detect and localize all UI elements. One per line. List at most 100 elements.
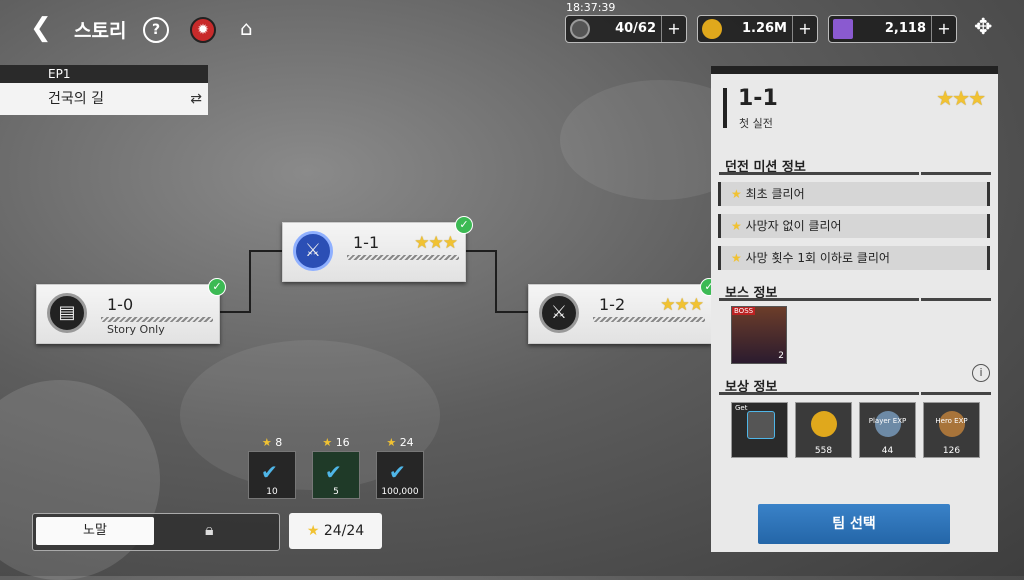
star-icon: ★: [731, 219, 742, 233]
total-stars-value: 24/24: [323, 523, 365, 539]
book-emblem-icon: ▤: [47, 293, 87, 333]
panel-stage-id: 1-1: [738, 86, 778, 111]
help-icon[interactable]: ?: [143, 17, 169, 43]
star-icon: ★: [731, 187, 742, 201]
player-exp-icon: [875, 411, 901, 437]
section-divider: [719, 392, 991, 395]
cleared-check-icon: ✓: [208, 278, 226, 296]
mission-item: ★ 최초 클리어: [718, 182, 990, 206]
episode-label: EP1: [0, 65, 208, 83]
star-icon: ★: [322, 436, 333, 449]
difficulty-normal-button[interactable]: 노말: [36, 517, 154, 545]
path-line: [495, 311, 528, 313]
team-select-button[interactable]: 팀 선택: [758, 504, 950, 544]
path-line: [249, 250, 251, 313]
hatch-divider: [593, 317, 705, 322]
add-crystal-button[interactable]: +: [931, 16, 956, 42]
reward-hero-exp[interactable]: Hero EXP 126: [923, 402, 980, 458]
star-icon: ★: [306, 523, 320, 539]
stage-node-1-0[interactable]: ▤ 1-0 Story Only: [36, 284, 220, 344]
sword-emblem-icon: ⚔: [539, 293, 579, 333]
ticket-icon: [747, 411, 775, 439]
reward-value: 126: [942, 446, 961, 456]
star-reward-1[interactable]: ★ 8 ✔ 10: [248, 436, 296, 499]
reward-box: ✔ 100,000: [376, 451, 424, 499]
total-stars-badge: ★ 24/24: [289, 513, 382, 549]
swap-icon[interactable]: ⇄: [190, 91, 202, 107]
hero-exp-icon: [939, 411, 965, 437]
reward-player-exp[interactable]: Player EXP 44: [859, 402, 916, 458]
path-line: [249, 250, 282, 252]
system-clock: 18:37:39: [566, 1, 616, 14]
path-line: [465, 250, 497, 252]
star-threshold: 8: [275, 436, 283, 449]
home-icon[interactable]: ⌂: [240, 16, 253, 40]
stamina-value: 40/62: [615, 21, 656, 36]
crystal-icon: [833, 19, 853, 39]
section-divider: [719, 172, 991, 175]
star-icon: ★: [261, 436, 272, 449]
stage-id: 1-2: [599, 295, 626, 314]
info-icon[interactable]: i: [972, 364, 990, 382]
reward-tag: Hero EXP: [935, 417, 968, 425]
stage-node-1-1[interactable]: ⚔ 1-1 ★★★: [282, 222, 466, 282]
stage-info-panel: 1-1 첫 실전 ★★★ 던전 미션 정보 ★ 최초 클리어 ★ 사망자 없이 …: [711, 66, 998, 552]
sword-emblem-icon: ⚔: [293, 231, 333, 271]
hatch-divider: [101, 317, 213, 322]
hatch-divider: [347, 255, 459, 260]
star-icon: ★: [731, 251, 742, 265]
mission-section-title: 던전 미션 정보: [725, 160, 806, 175]
stage-id: 1-0: [107, 295, 134, 314]
reward-value: 10: [266, 487, 278, 497]
reward-box: ✔ 10: [248, 451, 296, 499]
mission-item: ★ 사망자 없이 클리어: [718, 214, 990, 238]
gold-resource: 1.26M +: [697, 15, 818, 43]
episode-selector[interactable]: EP1 건국의 길 ⇄: [0, 65, 208, 115]
page-title: 스토리: [74, 20, 127, 42]
stamina-icon: [570, 19, 590, 39]
crystal-resource: 2,118 +: [828, 15, 957, 43]
reward-tag: Player EXP: [868, 417, 907, 425]
section-divider: [719, 298, 991, 301]
stage-id: 1-1: [353, 233, 380, 252]
reward-ticket[interactable]: Get: [731, 402, 788, 458]
reward-section-title: 보상 정보: [725, 380, 778, 395]
add-gold-button[interactable]: +: [792, 16, 817, 42]
star-icon: ★: [386, 436, 397, 449]
star-threshold: 16: [335, 436, 350, 449]
panel-stage-name: 첫 실전: [739, 117, 773, 130]
stage-node-1-2[interactable]: ⚔ 1-2 ★★★: [528, 284, 712, 344]
back-arrow-icon[interactable]: ❮: [30, 13, 52, 43]
stage-stars: ★★★: [414, 233, 458, 253]
check-icon: ✔: [325, 460, 342, 484]
gold-coin-icon: [702, 19, 722, 39]
star-reward-2[interactable]: ★ 16 ✔5: [312, 436, 360, 499]
grid-menu-icon[interactable]: ✥: [974, 15, 993, 40]
path-line: [219, 311, 251, 313]
stage-stars: ★★★: [660, 295, 704, 315]
check-icon: ✔: [389, 460, 406, 484]
path-line: [495, 250, 497, 313]
star-reward-3[interactable]: ★ 24 ✔ 100,000: [376, 436, 424, 499]
boss-level: 2: [778, 351, 784, 361]
lock-icon[interactable]: 🔒︎: [205, 520, 214, 539]
crystal-value: 2,118: [884, 21, 926, 36]
title-accent-bar: [723, 88, 727, 128]
add-stamina-button[interactable]: +: [661, 16, 686, 42]
mission-item: ★ 사망 횟수 1회 이하로 클리어: [718, 246, 990, 270]
panel-stars: ★★★: [936, 86, 986, 110]
gold-coin-icon: [811, 411, 837, 437]
star-threshold: 24: [399, 436, 414, 449]
cleared-check-icon: ✓: [455, 216, 473, 234]
reward-value: 44: [881, 446, 894, 456]
boss-section-title: 보스 정보: [725, 286, 778, 301]
fire-event-icon[interactable]: ✹: [190, 17, 216, 43]
boss-portrait[interactable]: BOSS 2: [731, 306, 787, 364]
reward-gold[interactable]: 558: [795, 402, 852, 458]
stamina-resource: 40/62 +: [565, 15, 687, 43]
reward-box: ✔5: [312, 451, 360, 499]
episode-name: 건국의 길: [48, 91, 104, 107]
reward-value: 100,000: [381, 487, 419, 497]
check-icon: ✔: [261, 460, 278, 484]
reward-value: 5: [333, 487, 339, 497]
